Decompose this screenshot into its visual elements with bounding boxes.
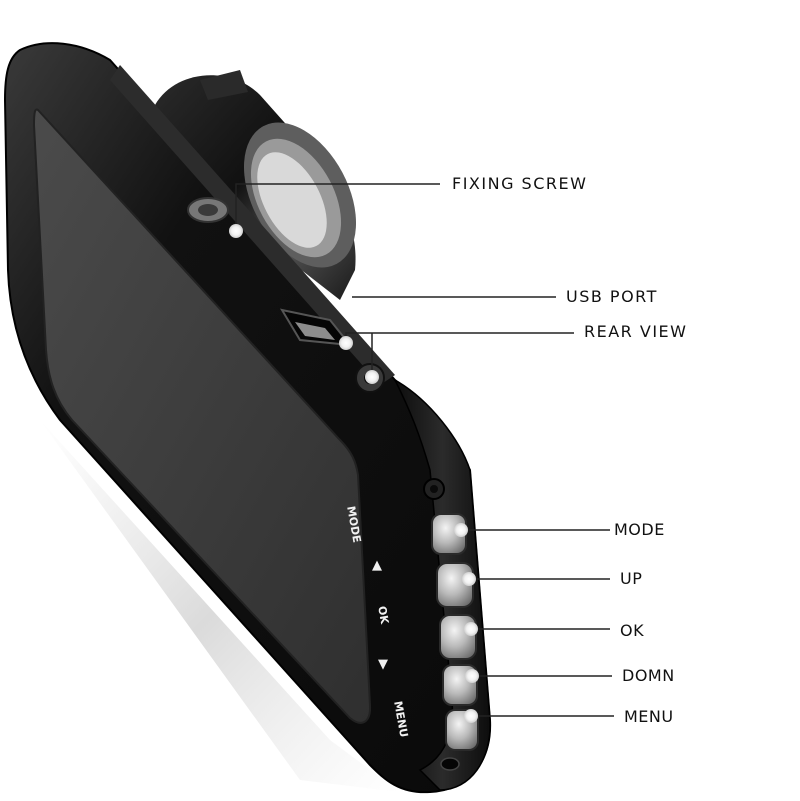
label-up: UP [620,569,643,588]
button-ok[interactable] [439,614,477,660]
mount [155,70,357,300]
button-up[interactable] [436,562,474,608]
label-mode: MODE [614,520,665,539]
legend-down: ▼ [378,657,388,672]
callout-dots [229,224,479,723]
label-rear-view: REAR VIEW [584,322,688,341]
bottom-port [440,757,460,771]
leader-fixing-screw [235,183,440,230]
leader-rear-view-a [345,332,574,343]
screen [32,108,372,724]
label-menu: MENU [624,707,674,726]
label-fixing-screw: FIXING SCREW [452,174,588,193]
label-ok: OK [620,621,645,640]
label-down: DOMN [622,666,675,685]
legend-up: ▲ [372,558,382,573]
label-usb-port: USB PORT [566,287,658,306]
top-edge [110,65,395,385]
